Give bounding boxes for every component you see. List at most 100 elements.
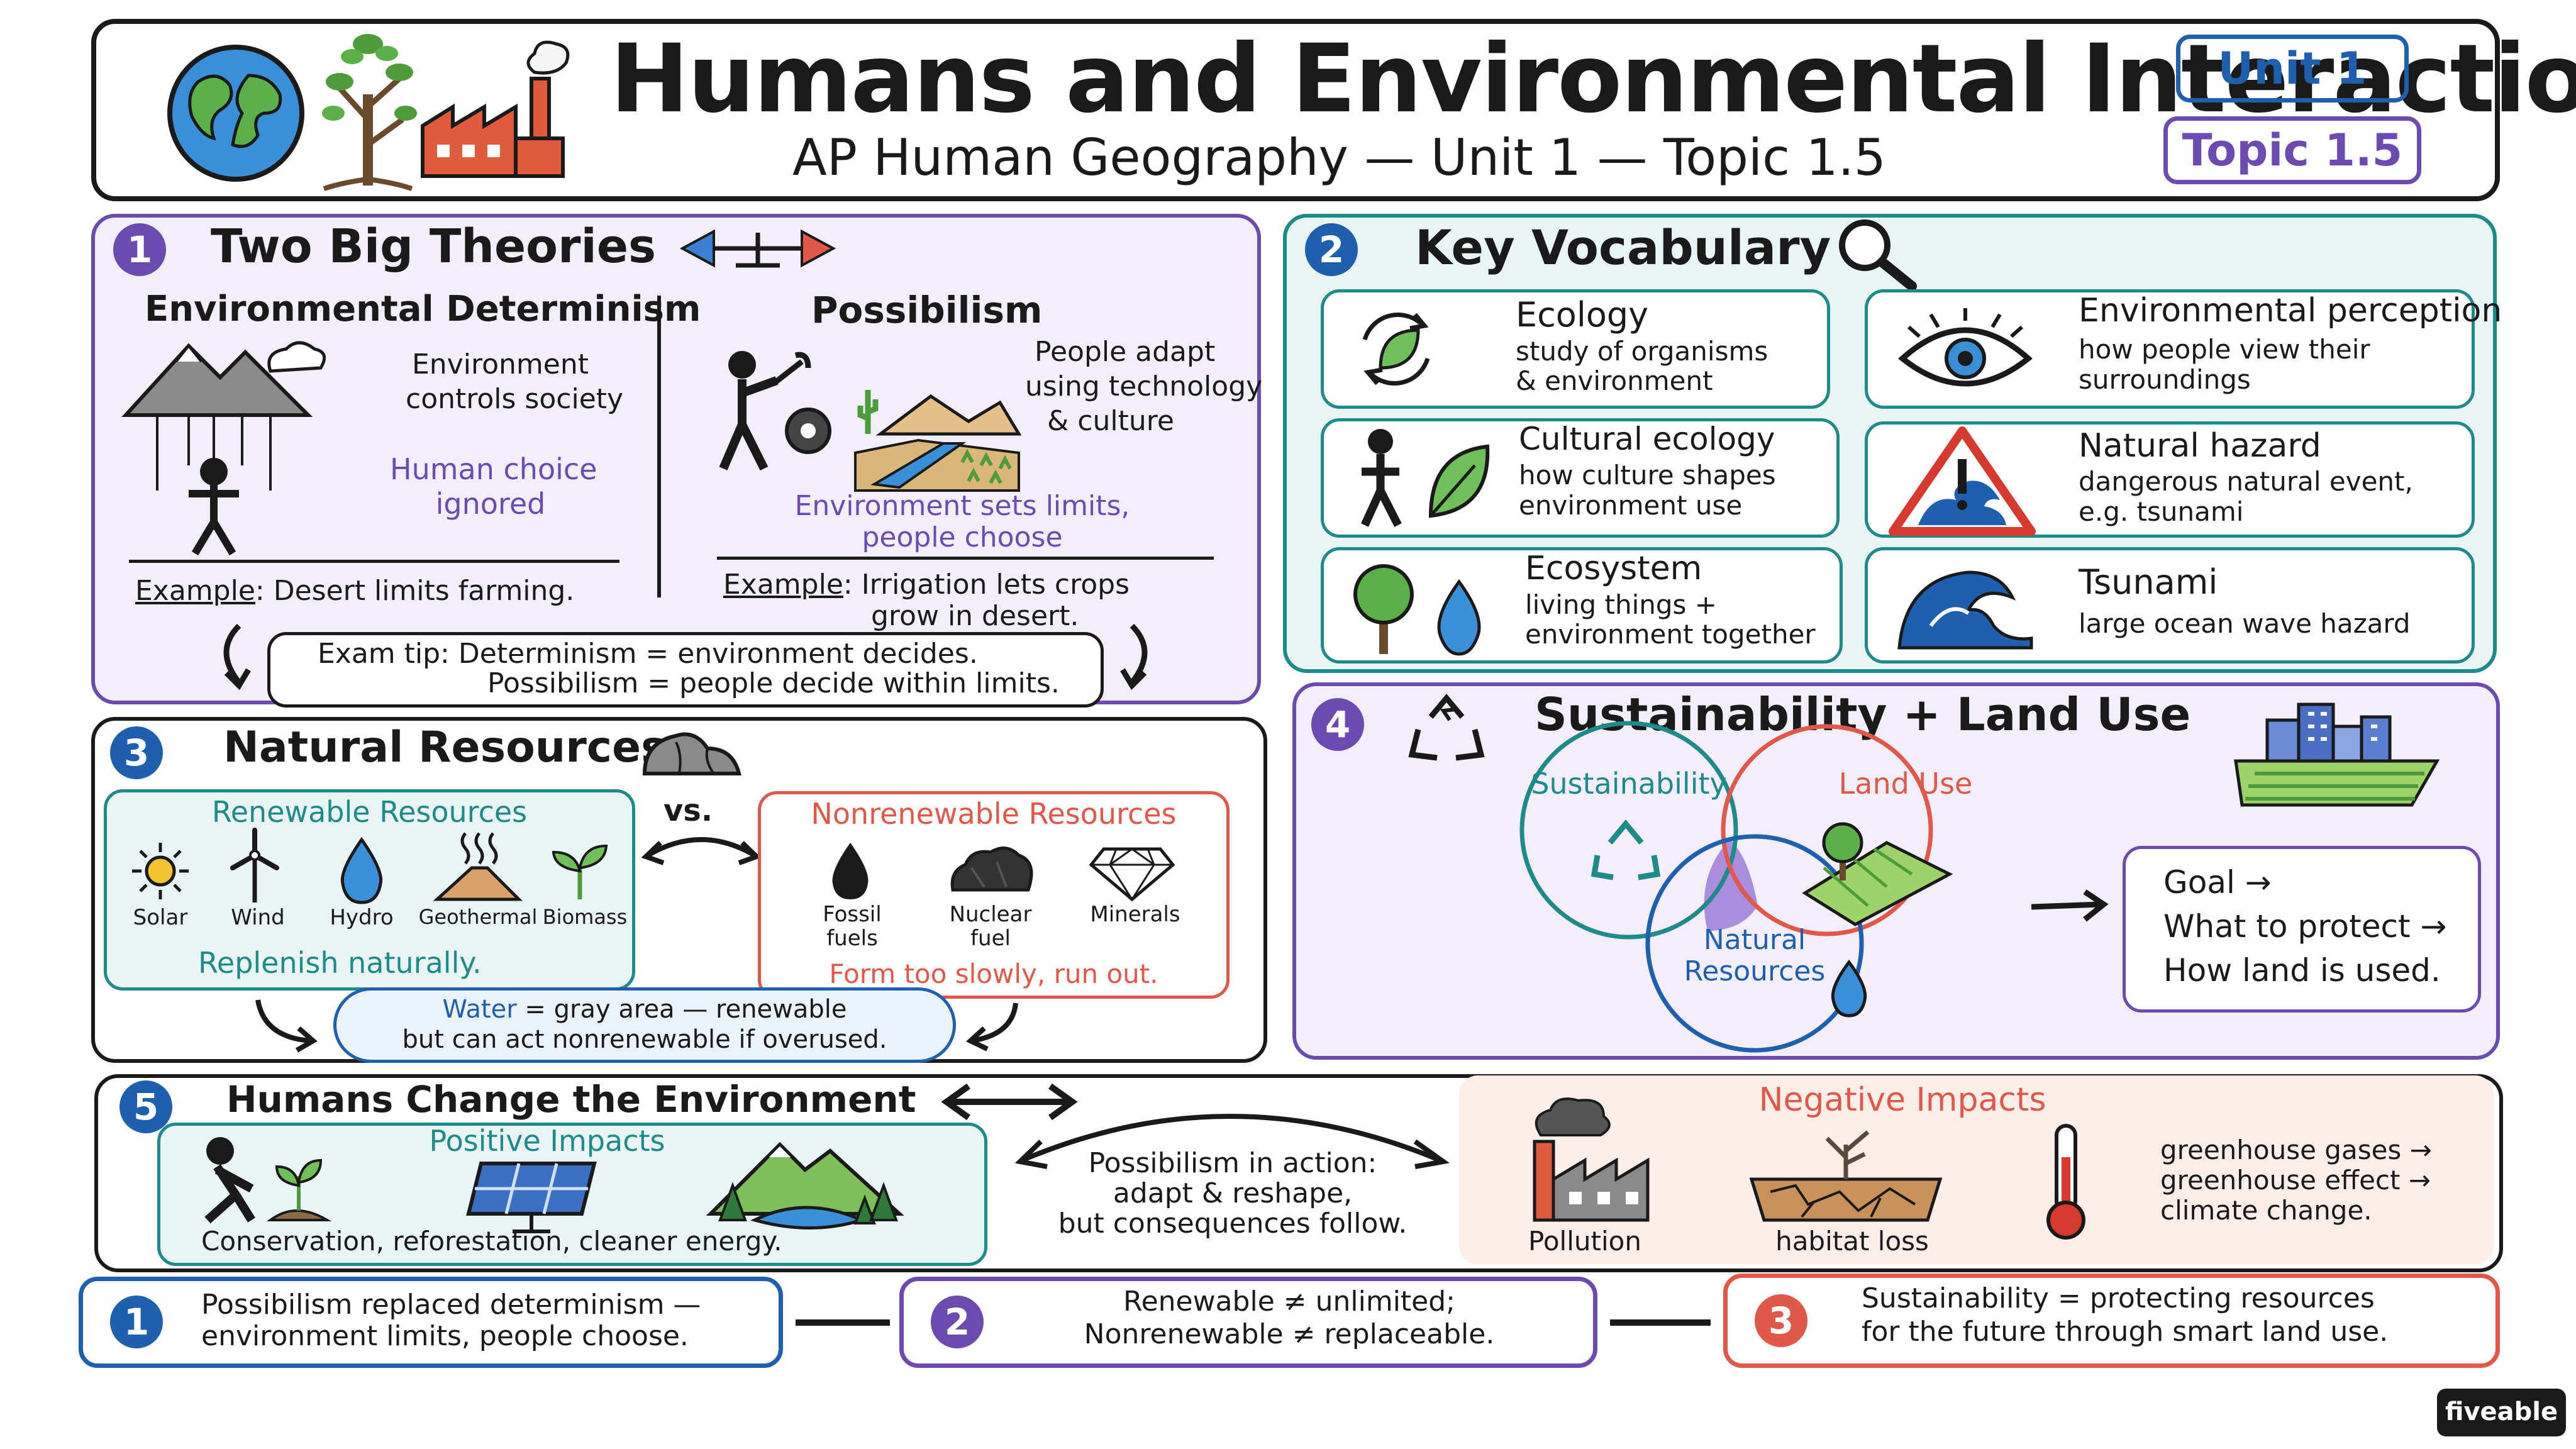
two-way-arrow-icon	[679, 229, 836, 268]
page-title: Humans and Environmental Interaction	[610, 25, 2576, 134]
nonrenewable-box	[758, 791, 1230, 999]
person-leaf-icon	[1361, 429, 1490, 527]
possibilism-note-1: Environment sets limits,	[794, 490, 1130, 522]
negative-impacts-title: Negative Impacts	[1758, 1081, 2046, 1119]
vocab-def-ecosystem-1: living things +	[1525, 589, 1717, 620]
nonrenewable-item-minerals: Minerals	[1090, 902, 1180, 927]
vocab-card-cultural-ecology	[1321, 418, 1840, 538]
renewable-item-solar: Solar	[133, 905, 188, 930]
venn-label-natural: Natural	[1703, 924, 1806, 956]
section-3-number: 3	[110, 726, 163, 779]
goal-line-3: How land is used.	[2163, 952, 2441, 989]
venn-tree-field-icon	[1802, 822, 1953, 926]
water-note-2: but can act nonrenewable if overused.	[402, 1025, 887, 1054]
venn-diagram	[1519, 721, 1953, 1053]
negative-item-pollution: Pollution	[1528, 1226, 1641, 1257]
determinism-example-label: Example	[135, 575, 255, 607]
section-5-title: Humans Change the Environment	[226, 1078, 916, 1121]
possibilism-action-2: adapt & reshape,	[1113, 1177, 1353, 1209]
exam-tip-line-2: Possibilism = people decide within limit…	[487, 667, 1060, 699]
vocab-term-ecosystem: Ecosystem	[1525, 550, 1702, 587]
nonrenewable-item-nuclear-2: fuel	[970, 926, 1011, 951]
vocab-term-ecology: Ecology	[1516, 295, 1649, 335]
takeaway-3-number: 3	[1755, 1294, 1807, 1347]
possibilism-line-2: using technology	[1025, 370, 1263, 402]
hazard-warning-icon	[1889, 426, 2036, 536]
takeaway-1-number: 1	[110, 1296, 163, 1348]
factory-pollution-icon	[1533, 1097, 1650, 1222]
vocab-term-perception: Environmental perception	[2079, 292, 2502, 330]
possibilism-example: Example: Irrigation lets crops	[723, 569, 1130, 601]
possibilism-arc-arrow-icon	[1014, 1114, 1450, 1169]
nonrenewable-note: Form too slowly, run out.	[829, 958, 1158, 989]
renewable-note: Replenish naturally.	[198, 946, 482, 980]
unit-badge: Unit 1	[2176, 35, 2409, 103]
vocab-def-tsunami-1: large ocean wave hazard	[2079, 608, 2411, 639]
vocab-def-ecology-1: study of organisms	[1516, 336, 1768, 367]
positive-impacts-text: Conservation, reforestation, cleaner ene…	[201, 1226, 782, 1257]
possibilism-action-3: but consequences follow.	[1058, 1208, 1407, 1240]
takeaway-card-1	[79, 1277, 783, 1368]
takeaway-3-line-1: Sustainability = protecting resources	[1862, 1282, 2375, 1314]
vocab-def-hazard-1: dangerous natural event,	[2079, 466, 2413, 497]
vocab-def-perception-2: surroundings	[2079, 364, 2251, 395]
rocks-icon	[642, 732, 741, 775]
negative-chain-3: climate change.	[2160, 1195, 2372, 1226]
water-word: Water	[442, 995, 517, 1024]
vocab-def-perception-1: how people view their	[2079, 334, 2370, 365]
planting-person-icon	[204, 1137, 332, 1224]
venn-circle-sustainability	[1519, 721, 1738, 940]
diamond-icon	[1089, 847, 1175, 902]
section-1-number: 1	[113, 223, 166, 276]
venn-recycle-icon	[1591, 819, 1661, 880]
takeaway-1-line-2: environment limits, people choose.	[201, 1320, 689, 1352]
section-4-number: 4	[1311, 698, 1364, 751]
nonrenewable-title: Nonrenewable Resources	[811, 797, 1177, 831]
water-cloud-box	[333, 987, 956, 1063]
curved-arrow-left-icon	[223, 623, 251, 691]
determinism-example: Example: Desert limits farming.	[135, 575, 574, 608]
geothermal-icon	[433, 832, 523, 901]
forest-lake-icon	[706, 1141, 904, 1230]
exam-tip-box	[267, 632, 1104, 708]
arrow-to-cloud-left-icon	[255, 999, 318, 1053]
vocab-def-ecosystem-2: environment together	[1525, 619, 1816, 650]
venn-water-drop-icon	[1831, 959, 1867, 1018]
section-5-number: 5	[119, 1080, 172, 1133]
venn-overlap	[1704, 840, 1758, 931]
vocab-def-hazard-2: e.g. tsunami	[2079, 496, 2244, 527]
negative-chain-2: greenhouse effect →	[2160, 1165, 2431, 1196]
renewable-item-wind: Wind	[231, 905, 285, 930]
topic-badge: Topic 1.5	[2163, 116, 2421, 184]
determinism-title: Environmental Determinism	[145, 289, 701, 330]
venn-to-goal-arrow-icon	[2031, 889, 2109, 922]
magnifier-icon	[1839, 219, 1917, 291]
determinism-line-1: Environment	[412, 348, 589, 380]
takeaway-3-line-2: for the future through smart land use.	[1862, 1316, 2389, 1348]
venn-circle-natural-resources	[1645, 834, 1864, 1053]
determinism-note-2: ignored	[435, 487, 546, 521]
renewable-item-geothermal: Geothermal	[418, 905, 538, 929]
wind-turbine-icon	[230, 828, 279, 902]
water-drop-icon	[340, 836, 383, 904]
tree-icon	[322, 34, 417, 191]
venn-label-resources: Resources	[1684, 955, 1826, 987]
sun-icon	[132, 843, 189, 899]
negative-item-habitat-loss: habitat loss	[1775, 1226, 1929, 1257]
header-panel	[91, 19, 2500, 201]
water-note-rest: = gray area — renewable	[516, 995, 847, 1024]
nonrenewable-item-fossil-2: fuels	[826, 926, 878, 951]
section-1-title: Two Big Theories	[211, 219, 657, 274]
possibilism-title: Possibilism	[811, 289, 1043, 331]
oil-drop-icon	[832, 843, 869, 899]
possibilism-example-text: : Irrigation lets crops	[843, 569, 1130, 601]
section-two-theories	[91, 214, 1261, 704]
takeaway-2-line-2: Nonrenewable ≠ replaceable.	[1084, 1318, 1495, 1350]
venn-label-sustainability: Sustainability	[1531, 767, 1727, 801]
puppet-mountain-icon	[121, 341, 326, 556]
renewable-title: Renewable Resources	[211, 795, 528, 829]
possibilism-example-label: Example	[723, 569, 843, 601]
factory-icon	[421, 40, 570, 178]
page-subtitle: AP Human Geography — Unit 1 — Topic 1.5	[792, 128, 1886, 187]
negative-chain-1: greenhouse gases →	[2160, 1135, 2432, 1165]
